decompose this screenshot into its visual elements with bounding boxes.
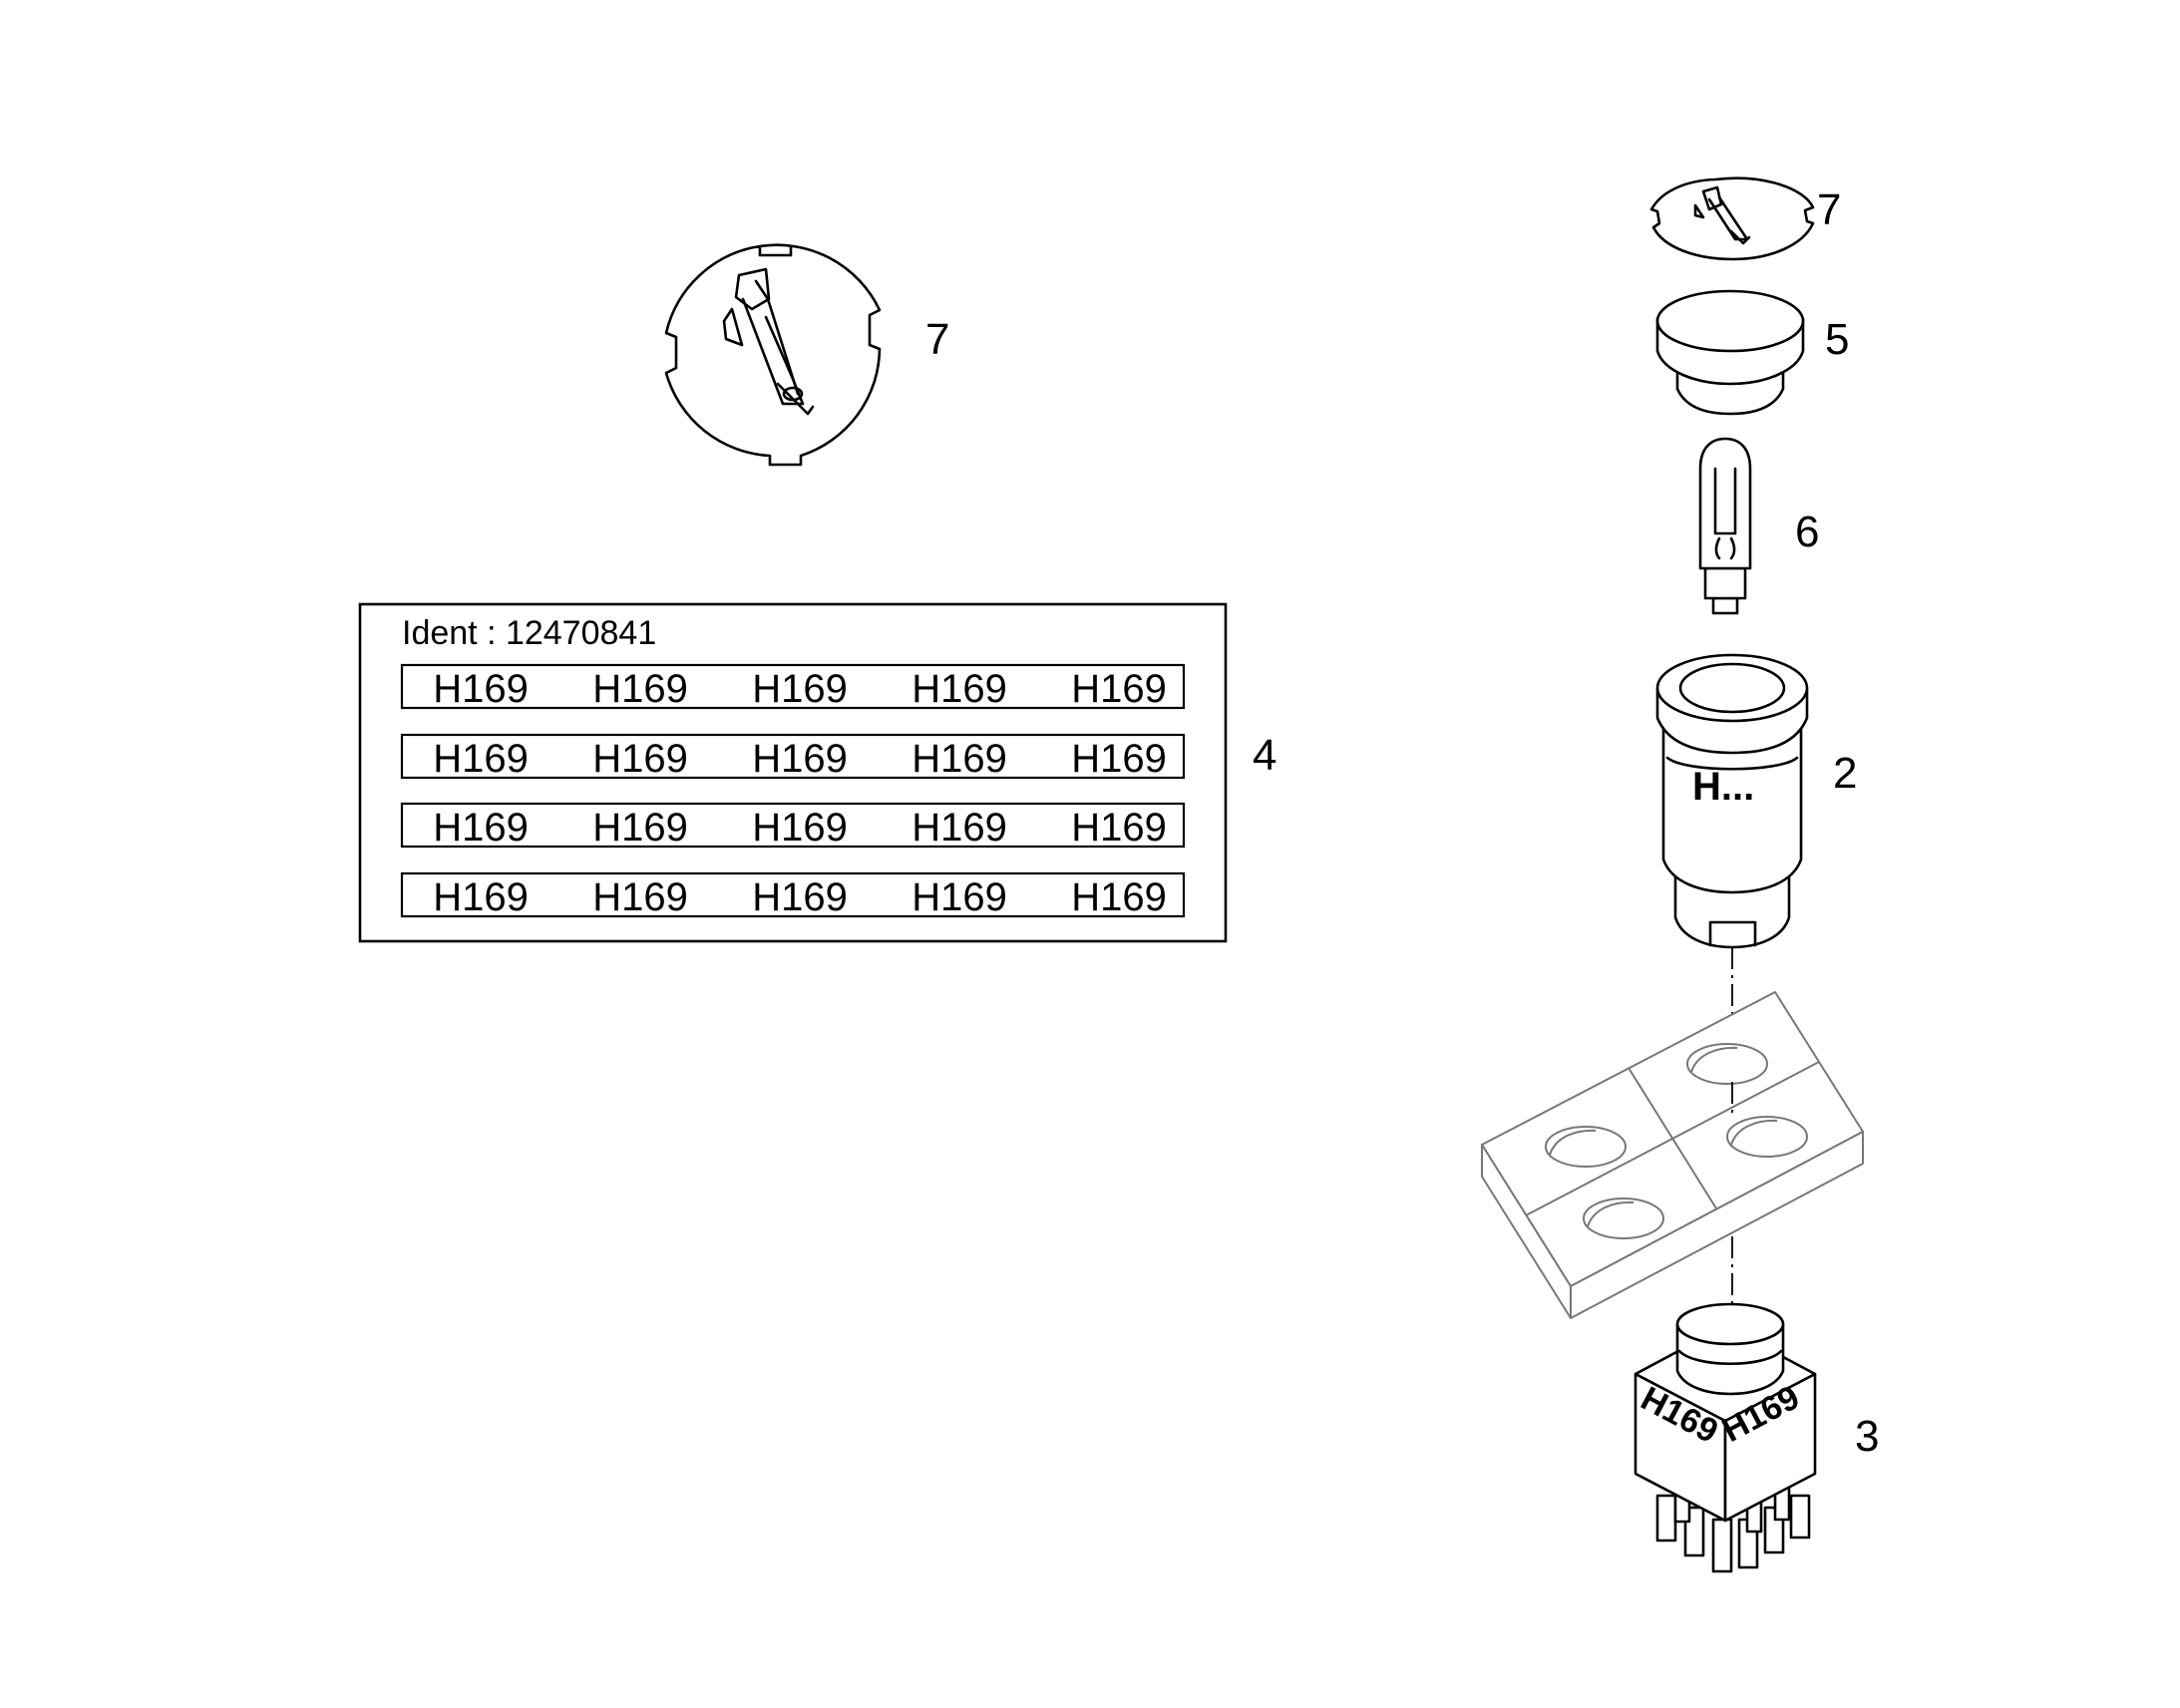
label-cell: H169 (752, 875, 848, 919)
bulb (1698, 437, 1752, 615)
windshield-wiper-icon (722, 267, 815, 416)
label-cell: H169 (752, 667, 848, 711)
label-cell: H169 (911, 737, 1007, 781)
callout-5: 5 (1825, 315, 1849, 364)
label-cell: H169 (1071, 737, 1167, 781)
switch-body: H169 H169 (1634, 1302, 1817, 1573)
label-cell: H169 (911, 875, 1007, 919)
callout-7-detail: 7 (925, 315, 949, 364)
callout-3: 3 (1855, 1412, 1879, 1461)
windshield-wiper-icon (1693, 185, 1751, 245)
label-cell: H169 (592, 667, 688, 711)
callout-6: 6 (1795, 508, 1819, 556)
symbol-insert-detail (664, 243, 882, 467)
label-cell: H169 (433, 875, 529, 919)
lens-holder: H... (1655, 653, 1809, 949)
label-cell: H169 (1071, 806, 1167, 850)
label-cell: H169 (433, 806, 529, 850)
label-cell: H169 (911, 667, 1007, 711)
lens-label: H... (1692, 765, 1754, 809)
label-cell: H169 (752, 806, 848, 850)
label-cell: H169 (592, 737, 688, 781)
label-cell: H169 (752, 737, 848, 781)
ident-number: Ident : 12470841 (402, 614, 656, 652)
callout-7: 7 (1817, 185, 1841, 234)
mounting-panel (1481, 991, 1864, 1319)
label-cell: H169 (1071, 667, 1167, 711)
label-cell: H169 (911, 806, 1007, 850)
label-cell: H169 (433, 667, 529, 711)
callout-2: 2 (1833, 749, 1857, 798)
label-cell: H169 (592, 806, 688, 850)
label-cell: H169 (592, 875, 688, 919)
cap (1655, 289, 1805, 416)
label-cell: H169 (433, 737, 529, 781)
callout-4: 4 (1253, 731, 1276, 780)
switch-pins (1655, 1484, 1811, 1573)
symbol-insert (1649, 176, 1815, 261)
label-sheet: Ident : 12470841 H169 H169 H169 H169 H16… (358, 602, 1228, 943)
label-cell: H169 (1071, 875, 1167, 919)
